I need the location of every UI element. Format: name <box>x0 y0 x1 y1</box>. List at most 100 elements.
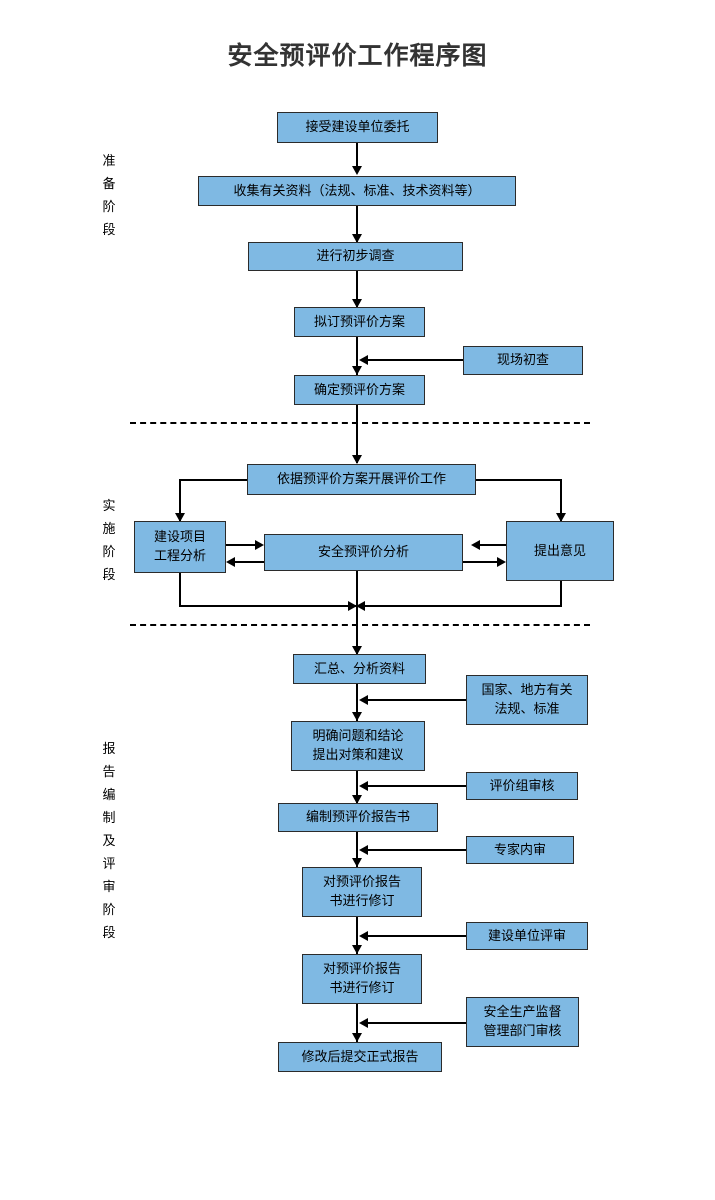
arrowhead-right <box>255 540 264 550</box>
phase-char: 评 <box>102 857 116 872</box>
connector-expert-review-to-main <box>366 849 466 851</box>
arrowhead-down <box>352 366 362 375</box>
node-label: 修改后提交正式报告 <box>301 1049 419 1065</box>
connector-analysis-spine-down <box>356 571 358 665</box>
arrowhead-left <box>226 557 235 567</box>
phase-char: 编 <box>102 788 116 803</box>
phase-char: 段 <box>102 223 116 238</box>
phase-char: 审 <box>102 880 116 895</box>
node-national-local-regulations[interactable]: 国家、地方有关 法规、标准 <box>466 675 588 725</box>
connector-eval-group-to-main <box>366 785 466 787</box>
connector-analysis-to-opinions <box>463 561 499 563</box>
node-site-inspection[interactable]: 现场初查 <box>463 346 583 375</box>
node-eval-group-review[interactable]: 评价组审核 <box>466 772 578 800</box>
connector-confirm-to-evaluation <box>356 405 358 463</box>
node-label: 国家、地方有关 法规、标准 <box>481 683 573 717</box>
node-accept-commission[interactable]: 接受建设单位委托 <box>277 112 438 143</box>
connector-left-branch-down <box>179 479 181 521</box>
node-revise-report-2[interactable]: 对预评价报告 书进行修订 <box>302 954 422 1004</box>
arrowhead-left <box>359 1018 368 1028</box>
arrowhead-left <box>359 931 368 941</box>
phase-char: 阶 <box>102 200 116 215</box>
connector-collect-to-survey <box>356 206 358 242</box>
node-label: 安全生产监督 管理部门审核 <box>483 1005 562 1039</box>
connector-safety-supervision-to-main <box>366 1022 466 1024</box>
connector-clarify-to-compile <box>356 771 358 803</box>
phase-char: 段 <box>102 568 116 583</box>
node-label: 对预评价报告 书进行修订 <box>322 962 401 996</box>
arrowhead-left <box>359 355 368 365</box>
connector-engineering-return-down <box>179 573 181 607</box>
node-carry-out-evaluation[interactable]: 依据预评价方案开展评价工作 <box>247 464 476 495</box>
node-label: 对预评价报告 书进行修订 <box>322 875 401 909</box>
node-compile-report[interactable]: 编制预评价报告书 <box>278 803 438 832</box>
node-safety-supervision-review[interactable]: 安全生产监督 管理部门审核 <box>466 997 579 1047</box>
page-title: 安全预评价工作程序图 <box>227 41 488 70</box>
arrowhead-left <box>359 695 368 705</box>
node-label: 提出意见 <box>533 543 586 559</box>
arrowhead-down <box>352 166 362 175</box>
node-label: 安全预评价分析 <box>317 545 409 560</box>
node-label: 收集有关资料（法规、标准、技术资料等） <box>233 183 481 199</box>
arrowhead-left <box>359 781 368 791</box>
node-submit-final-report[interactable]: 修改后提交正式报告 <box>278 1042 442 1072</box>
node-label: 现场初查 <box>496 353 549 368</box>
arrowhead-left <box>359 845 368 855</box>
node-label: 建设单位评审 <box>487 928 566 944</box>
node-label: 评价组审核 <box>489 778 555 794</box>
connector-revise1-to-revise2 <box>356 917 358 954</box>
arrowhead-down <box>352 646 362 655</box>
arrowhead-left <box>356 601 365 611</box>
node-raise-opinions[interactable]: 提出意见 <box>506 521 614 581</box>
phase-char: 制 <box>102 811 116 826</box>
phase-char: 及 <box>102 834 116 849</box>
node-confirm-plan[interactable]: 确定预评价方案 <box>294 375 425 405</box>
connector-opinions-return-down <box>560 581 562 607</box>
arrowhead-down <box>352 712 362 721</box>
arrowhead-down <box>556 513 566 522</box>
connector-accept-to-collect <box>356 143 358 173</box>
node-label: 进行初步调查 <box>316 249 395 264</box>
connector-survey-to-draft <box>356 271 358 307</box>
node-summarize-analyze[interactable]: 汇总、分析资料 <box>293 654 426 684</box>
phase-char: 备 <box>102 177 116 192</box>
phase-char: 段 <box>102 926 116 941</box>
node-label: 专家内审 <box>493 842 546 858</box>
node-label: 接受建设单位委托 <box>305 120 410 135</box>
arrowhead-right <box>497 557 506 567</box>
arrowhead-right <box>348 601 357 611</box>
node-safety-pre-eval-analysis[interactable]: 安全预评价分析 <box>264 534 463 571</box>
node-expert-internal-review[interactable]: 专家内审 <box>466 836 574 864</box>
connector-evaluation-to-left-branch <box>179 479 248 481</box>
phase-char: 阶 <box>102 545 116 560</box>
arrowhead-down <box>352 945 362 954</box>
arrowhead-left <box>471 540 480 550</box>
node-project-engineering-analysis[interactable]: 建设项目 工程分析 <box>134 521 226 573</box>
node-label: 确定预评价方案 <box>313 382 405 398</box>
node-draft-plan[interactable]: 拟订预评价方案 <box>294 307 425 337</box>
node-clarify-problems[interactable]: 明确问题和结论 提出对策和建议 <box>291 721 425 771</box>
connector-revise2-to-submit <box>356 1004 358 1042</box>
phase-char: 告 <box>102 765 116 780</box>
node-label: 明确问题和结论 提出对策和建议 <box>312 729 404 763</box>
phase-label-reporting: 报 告 编 制 及 评 审 阶 段 <box>96 738 122 945</box>
arrowhead-down <box>175 513 185 522</box>
node-revise-report-1[interactable]: 对预评价报告 书进行修订 <box>302 867 422 917</box>
connector-evaluation-to-right-branch <box>475 479 562 481</box>
arrowhead-down <box>352 299 362 308</box>
node-construction-unit-review[interactable]: 建设单位评审 <box>466 922 588 950</box>
phase-char: 准 <box>102 154 116 169</box>
node-preliminary-survey[interactable]: 进行初步调查 <box>248 242 463 271</box>
arrowhead-down <box>352 795 362 804</box>
connector-summarize-to-clarify <box>356 684 358 721</box>
phase-char: 阶 <box>102 903 116 918</box>
phase-char: 实 <box>102 499 116 514</box>
node-label: 编制预评价报告书 <box>305 810 410 825</box>
connector-engineering-return-right <box>179 605 357 607</box>
node-collect-data[interactable]: 收集有关资料（法规、标准、技术资料等） <box>198 176 516 206</box>
connector-opinions-return-left <box>362 605 562 607</box>
node-label: 依据预评价方案开展评价工作 <box>276 472 446 487</box>
phase-char: 施 <box>102 522 116 537</box>
connector-regulations-to-main <box>366 699 466 701</box>
